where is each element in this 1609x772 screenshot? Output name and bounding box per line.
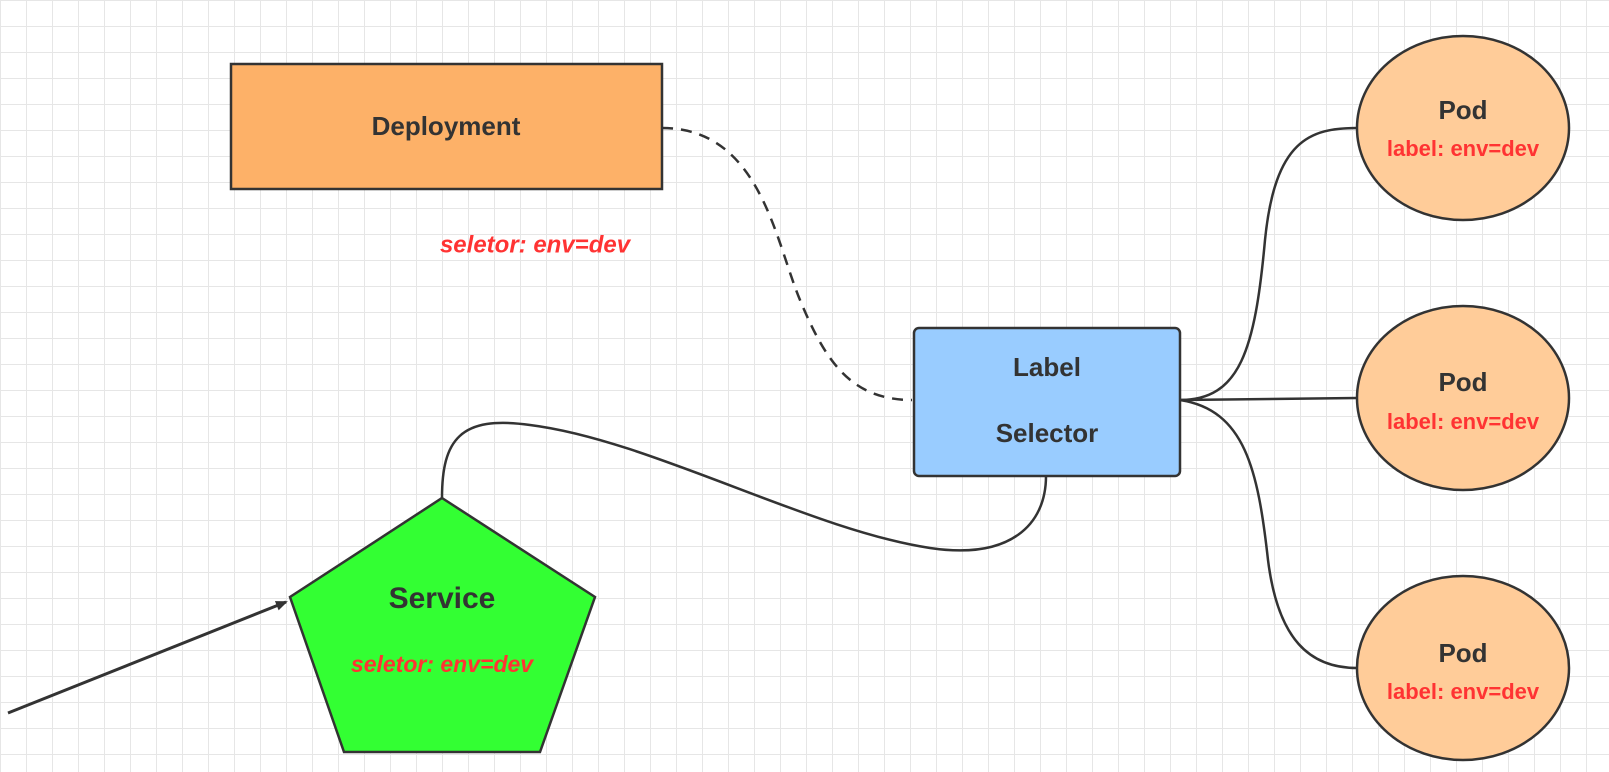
selector-to-pod-3-connector bbox=[1179, 398, 1358, 670]
service-selector-label: seletor: env=dev bbox=[351, 651, 534, 677]
service-title: Service bbox=[389, 582, 496, 615]
service-node[interactable]: Service seletor: env=dev bbox=[288, 496, 597, 754]
label-selector-line2: Selector bbox=[996, 418, 1099, 448]
pod-node[interactable]: Pod label: env=dev bbox=[1355, 34, 1571, 222]
pod-title: Pod bbox=[1438, 95, 1487, 125]
pod-title: Pod bbox=[1438, 367, 1487, 397]
service-pentagon bbox=[288, 496, 597, 754]
label-selector-line1: Label bbox=[1013, 352, 1081, 382]
pod-ellipse bbox=[1355, 34, 1571, 222]
deployment-to-selector-connector bbox=[661, 126, 913, 402]
pod-label: label: env=dev bbox=[1387, 679, 1540, 704]
pod-node[interactable]: Pod label: env=dev bbox=[1355, 304, 1571, 492]
pod-label: label: env=dev bbox=[1387, 136, 1540, 161]
service-to-selector-connector bbox=[440, 421, 1048, 552]
pod-ellipse bbox=[1355, 574, 1571, 762]
label-selector-node[interactable]: Label Selector bbox=[912, 326, 1182, 478]
deployment-title: Deployment bbox=[372, 111, 521, 141]
selector-to-pod-2-connector bbox=[1179, 396, 1358, 402]
incoming-arrow bbox=[7, 600, 288, 715]
deployment-box bbox=[229, 62, 664, 191]
label-selector-box bbox=[912, 326, 1182, 478]
selector-to-pod-1-connector bbox=[1179, 126, 1358, 402]
deployment-node[interactable]: Deployment bbox=[229, 62, 664, 191]
pod-node[interactable]: Pod label: env=dev bbox=[1355, 574, 1571, 762]
pod-title: Pod bbox=[1438, 638, 1487, 668]
pod-ellipse bbox=[1355, 304, 1571, 492]
deployment-selector-label: seletor: env=dev bbox=[440, 231, 632, 258]
pod-label: label: env=dev bbox=[1387, 409, 1540, 434]
